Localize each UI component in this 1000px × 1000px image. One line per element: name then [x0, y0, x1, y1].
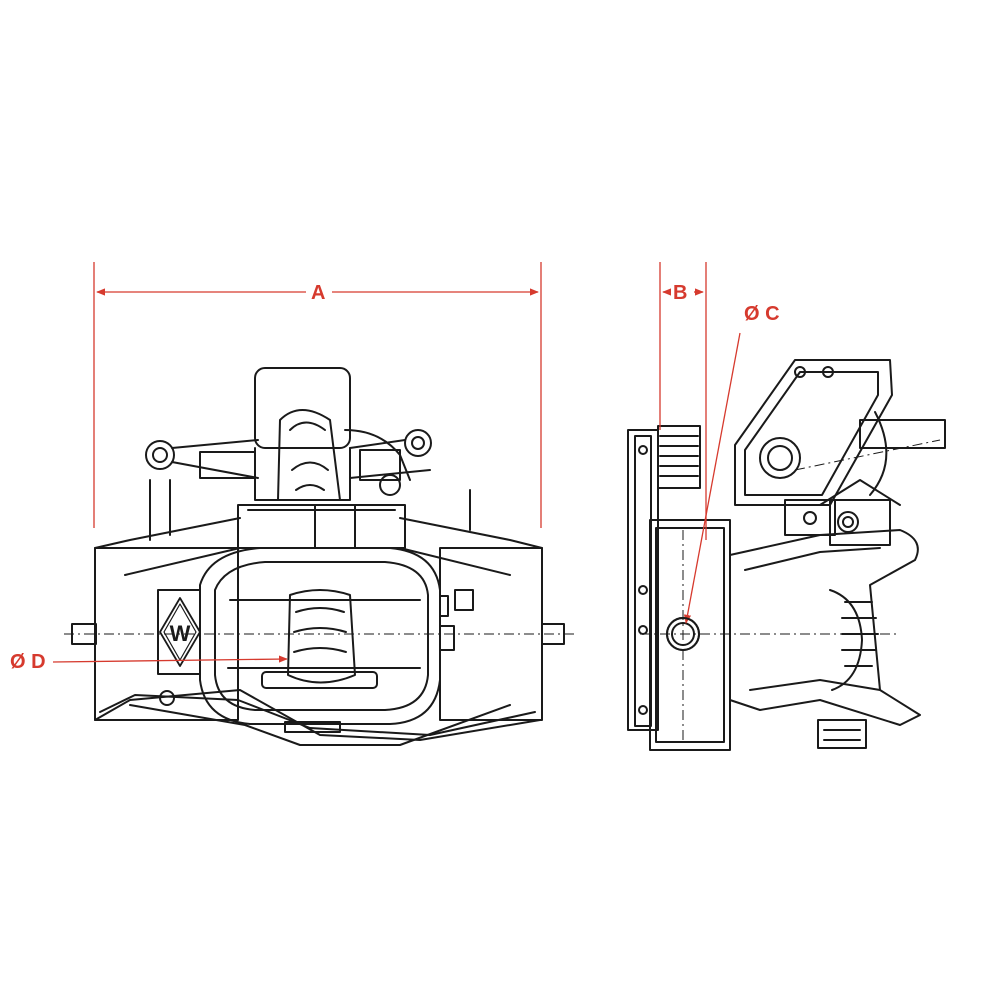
side-centerline-upper: [794, 439, 941, 471]
dimension-c-label: Ø C: [744, 303, 780, 325]
dimension-lines: [52, 262, 741, 663]
dimension-b-label: B: [673, 282, 688, 304]
side-view: [627, 359, 946, 751]
dimension-a-label: A: [311, 282, 326, 304]
diameter-c-hole: [666, 617, 700, 651]
logo-letter: W: [170, 621, 191, 646]
front-view: [71, 367, 565, 746]
dimension-d-label: Ø D: [10, 651, 46, 673]
